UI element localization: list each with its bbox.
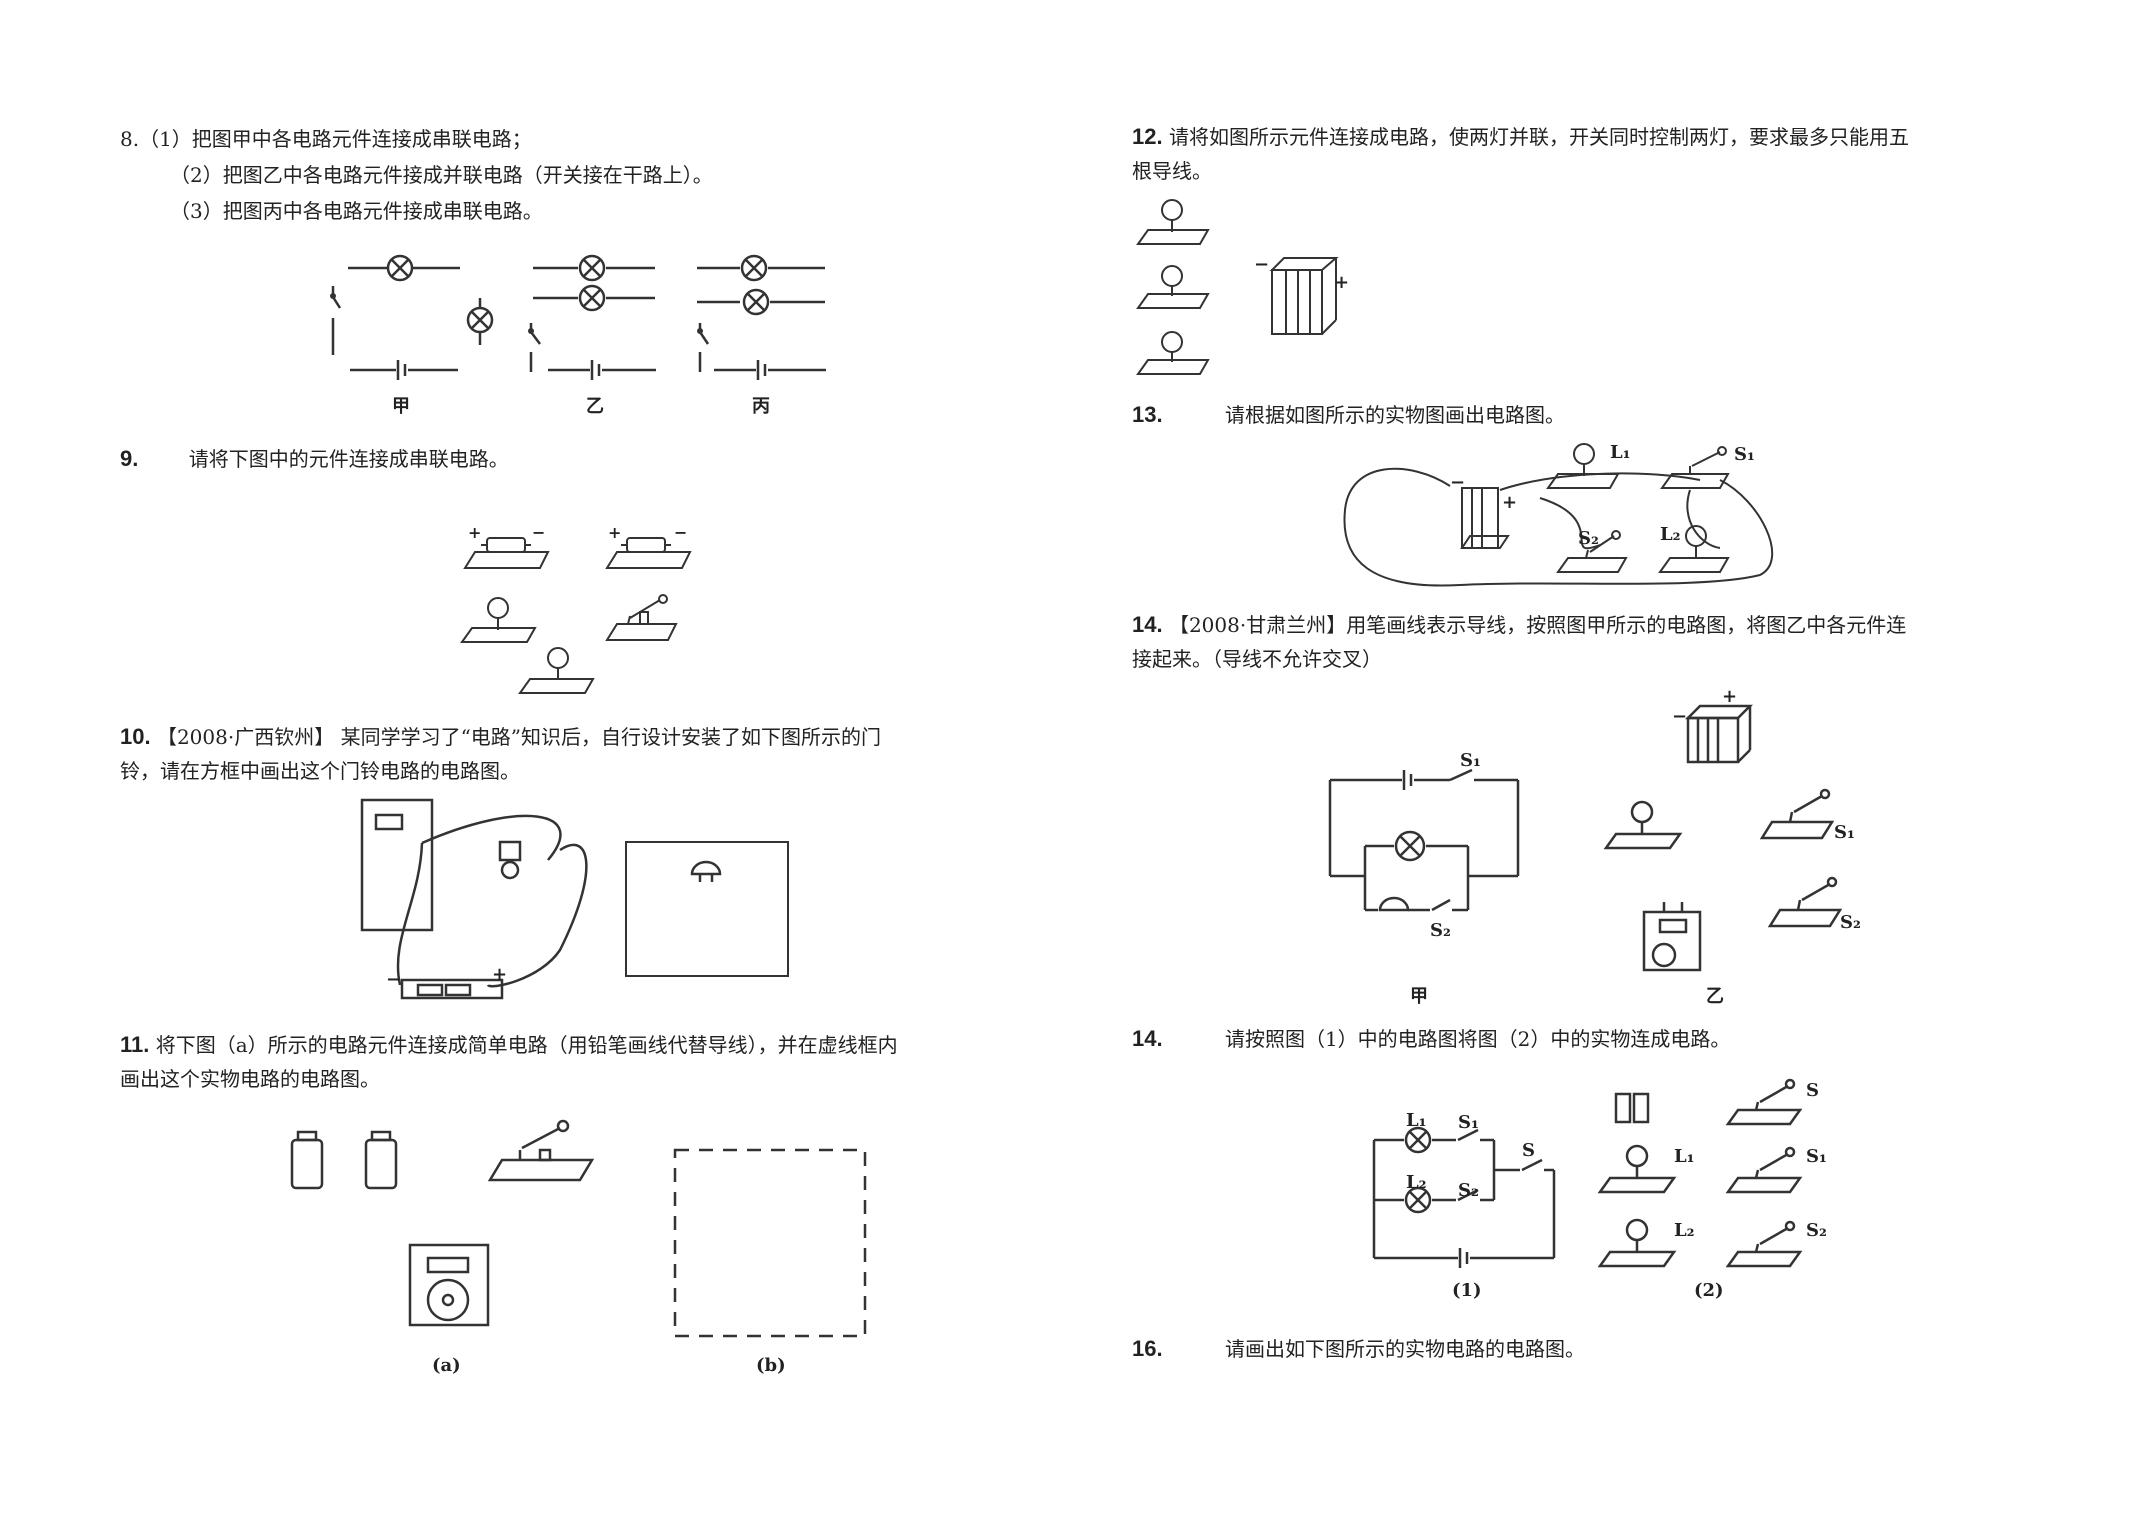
- q12-plus: +: [1334, 272, 1349, 293]
- q11-text1: 将下图（a）所示的电路元件连接成简单电路（用铅笔画线代替导线），并在虚线框内: [155, 1033, 898, 1057]
- q14b-number: 14.: [1132, 1026, 1163, 1051]
- q9-line: 9. 请将下图中的元件连接成串联电路。: [120, 444, 509, 474]
- q12-line1: 12. 请将如图所示元件连接成电路，使两灯并联，开关同时控制两灯，要求最多只能用…: [1132, 122, 1909, 152]
- q14b-label-s1-diagram: S₁: [1458, 1112, 1479, 1133]
- q14a-number: 14.: [1132, 612, 1163, 637]
- q14a-label-s1-diagram: S₁: [1460, 750, 1481, 771]
- q14b-label-l2-physical: L₂: [1674, 1220, 1695, 1241]
- q14b-label-s-diagram: S: [1522, 1140, 1535, 1161]
- q14a-text1: 【2008·甘肃兰州】用笔画线表示导线，按照图甲所示的电路图，将图乙中各元件连: [1168, 613, 1907, 637]
- q10-minus: −: [386, 969, 401, 990]
- q10-plus: +: [492, 964, 507, 985]
- q13-label-l2: L₂: [1660, 524, 1681, 545]
- q13-label-s2: S₂: [1578, 528, 1599, 549]
- q14b-label-l2-diagram: L₂: [1406, 1172, 1427, 1193]
- q8-caption-yi: 乙: [586, 396, 604, 417]
- q14b-label-s1-physical: S₁: [1806, 1146, 1827, 1167]
- q13-plus: +: [1502, 492, 1517, 513]
- q9-text: 请将下图中的元件连接成串联电路。: [188, 447, 509, 471]
- q12-text1: 请将如图所示元件连接成电路，使两灯并联，开关同时控制两灯，要求最多只能用五: [1168, 125, 1909, 149]
- q14b-text: 请按照图（1）中的电路图将图（2）中的实物连成电路。: [1224, 1027, 1731, 1051]
- q8-line2: （2）把图乙中各电路元件接成并联电路（开关接在干路上）。: [170, 163, 713, 187]
- q14a-label-s2-diagram: S₂: [1430, 920, 1451, 941]
- q11-number: 11.: [120, 1032, 150, 1057]
- q14a-line1: 14. 【2008·甘肃兰州】用笔画线表示导线，按照图甲所示的电路图，将图乙中各…: [1132, 610, 1906, 640]
- q14b-caption-1: (1): [1452, 1280, 1482, 1301]
- q10-line1: 10. 【2008·广西钦州】 某同学学习了“电路”知识后，自行设计安装了如下图…: [120, 722, 881, 752]
- q10-text2: 铃，请在方框中画出这个门铃电路的电路图。: [120, 759, 520, 783]
- q14b-label-s2-diagram: S₂: [1458, 1180, 1479, 1201]
- q16-line: 16. 请画出如下图所示的实物电路的电路图。: [1132, 1334, 1585, 1364]
- q11-caption-a: (a): [432, 1355, 461, 1376]
- q8-line1: 8.（1）把图甲中各电路元件连接成串联电路；: [120, 127, 532, 151]
- q12-minus: −: [1254, 254, 1269, 275]
- q14b-label-s-physical: S: [1806, 1080, 1819, 1101]
- q9-number: 9.: [120, 446, 139, 471]
- q9-plus-2: +: [608, 523, 621, 542]
- q8-line3: （3）把图丙中各电路元件接成串联电路。: [170, 199, 543, 223]
- q14a-label-s2-physical: S₂: [1840, 912, 1861, 933]
- q12-text2: 根导线。: [1132, 159, 1212, 183]
- q10-number: 10.: [120, 724, 151, 749]
- q14b-label-s2-physical: S₂: [1806, 1220, 1827, 1241]
- q14b-caption-2: (2): [1694, 1280, 1724, 1301]
- q10-text1: 【2008·广西钦州】 某同学学习了“电路”知识后，自行设计安装了如下图所示的门: [156, 725, 882, 749]
- q14a-text2: 接起来。（导线不允许交叉）: [1132, 647, 1382, 671]
- q14b-label-l1-diagram: L₁: [1406, 1110, 1427, 1131]
- q13-text: 请根据如图所示的实物图画出电路图。: [1224, 403, 1565, 427]
- q13-number: 13.: [1132, 402, 1163, 427]
- q9-plus-1: +: [468, 523, 481, 542]
- q16-text: 请画出如下图所示的实物电路的电路图。: [1224, 1337, 1585, 1361]
- q11-line1: 11. 将下图（a）所示的电路元件连接成简单电路（用铅笔画线代替导线），并在虚线…: [120, 1030, 898, 1060]
- q9-minus-2: −: [674, 523, 687, 542]
- q14a-caption-yi: 乙: [1706, 986, 1724, 1007]
- q11-text2: 画出这个实物电路的电路图。: [120, 1067, 380, 1091]
- q16-number: 16.: [1132, 1336, 1163, 1361]
- q14a-plus: +: [1722, 686, 1737, 707]
- q14a-label-s1-physical: S₁: [1834, 822, 1855, 843]
- q14a-caption-jia: 甲: [1410, 986, 1428, 1007]
- q14b-label-l1-physical: L₁: [1674, 1146, 1695, 1167]
- q12-number: 12.: [1132, 124, 1163, 149]
- q8-caption-bing: 丙: [752, 396, 770, 417]
- q14b-line: 14. 请按照图（1）中的电路图将图（2）中的实物连成电路。: [1132, 1024, 1730, 1054]
- q13-label-l1: L₁: [1610, 442, 1631, 463]
- q14a-minus: −: [1672, 706, 1687, 727]
- q13-minus: −: [1450, 472, 1465, 493]
- q9-minus-1: −: [532, 523, 545, 542]
- q11-caption-b: (b): [756, 1355, 786, 1376]
- q8-caption-jia: 甲: [392, 396, 410, 417]
- q13-line: 13. 请根据如图所示的实物图画出电路图。: [1132, 400, 1565, 430]
- q13-label-s1: S₁: [1734, 444, 1755, 465]
